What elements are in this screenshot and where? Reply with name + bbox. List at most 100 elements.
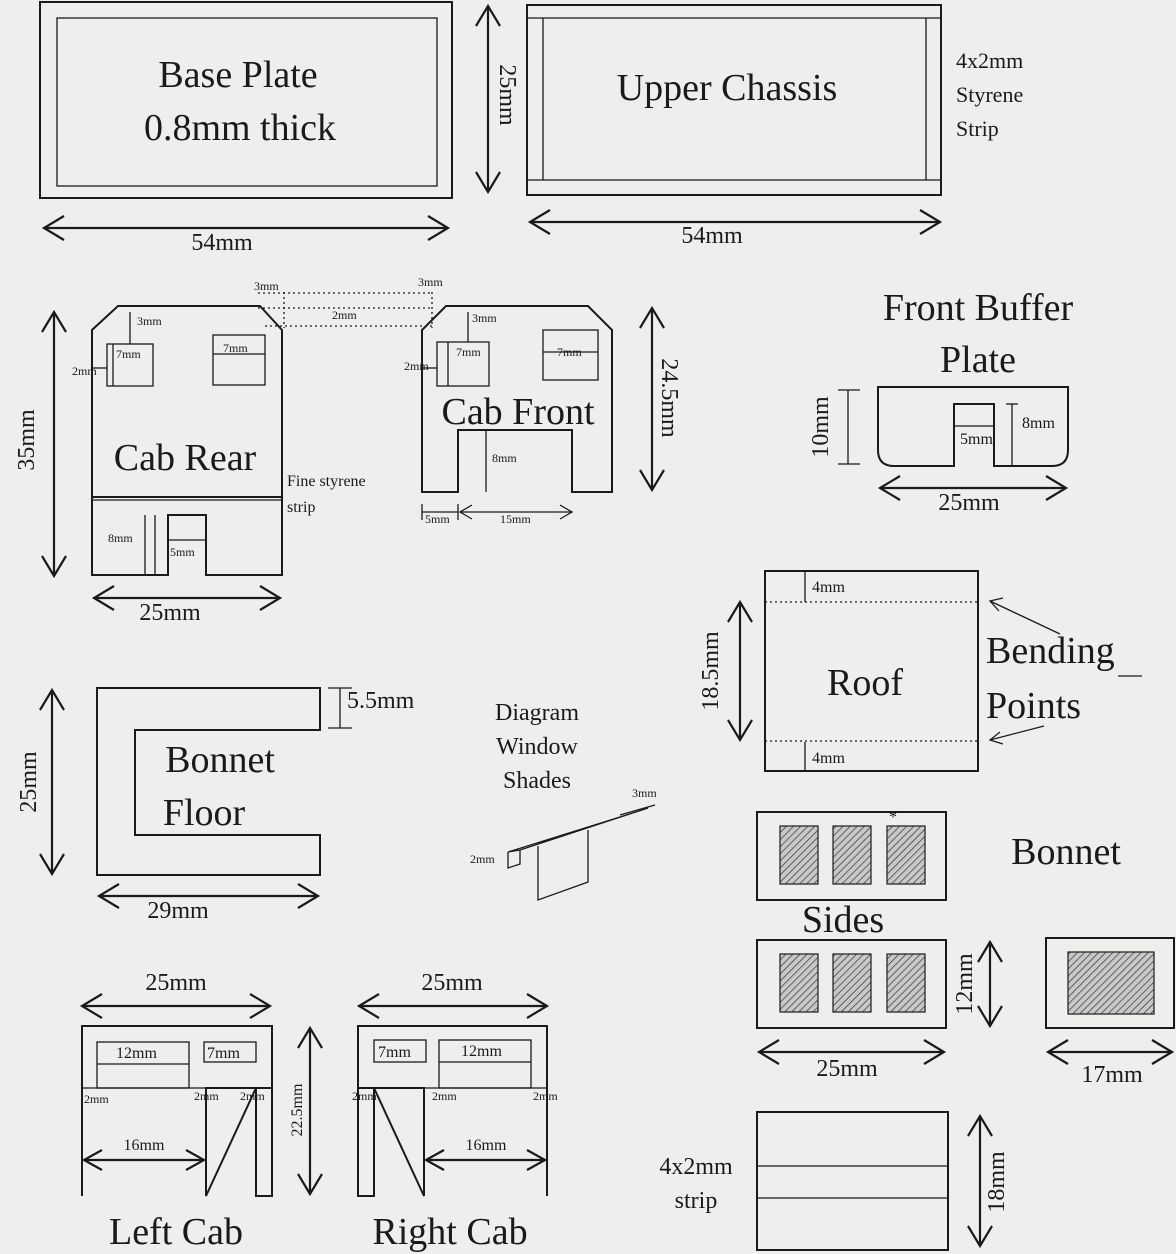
window-shades-title-2: Window bbox=[496, 734, 578, 760]
upper-chassis-width-arrow bbox=[527, 209, 943, 235]
front-buffer-title-2: Plate bbox=[940, 339, 1016, 381]
bonnet-height-label: 12mm bbox=[952, 953, 978, 1015]
left-cab-outline bbox=[81, 1025, 273, 1197]
cab-rear-label-2mm: 2mm bbox=[72, 364, 97, 378]
right-cab-width-arrow bbox=[356, 993, 550, 1019]
left-cab-title: Left Cab bbox=[109, 1211, 243, 1253]
cab-rear-label-7mm-right: 7mm bbox=[223, 341, 248, 355]
cab-rear-height-label: 35mm bbox=[14, 409, 40, 471]
front-buffer-title-1: Front Buffer bbox=[883, 287, 1074, 329]
front-buffer-width-arrow bbox=[877, 475, 1069, 501]
base-plate-width-label: 54mm bbox=[191, 230, 253, 256]
right-cab-label-16mm: 16mm bbox=[466, 1137, 507, 1154]
cab-front-label-2mm: 2mm bbox=[404, 359, 429, 373]
front-buffer-part: Front Buffer Plate 5mm 8mm 10mm 25mm bbox=[808, 287, 1074, 516]
bonnet-floor-height-label: 25mm bbox=[16, 751, 42, 813]
bonnet-floor-part: Bonnet Floor 5.5mm 25mm 29mm bbox=[16, 687, 415, 924]
left-cab-label-2mm-c: 2mm bbox=[240, 1089, 265, 1103]
front-buffer-label-8mm: 8mm bbox=[1022, 415, 1055, 432]
cab-rear-label-8mm: 8mm bbox=[108, 531, 133, 545]
cab-rear-strip-note-1: Fine styrene bbox=[287, 473, 366, 490]
cab-front-label-8mm: 8mm bbox=[492, 451, 517, 465]
bend-pointer-arrows bbox=[988, 597, 1061, 745]
cab-rear-title: Cab Rear bbox=[114, 437, 257, 479]
left-cab-width-label: 25mm bbox=[145, 970, 207, 996]
front-buffer-width-label: 25mm bbox=[938, 490, 1000, 516]
bonnet-sides-label: Sides bbox=[802, 899, 884, 941]
window-shades-diagram: Diagram Window Shades 3mm 2mm bbox=[470, 700, 657, 901]
right-cab-width-label: 25mm bbox=[421, 970, 483, 996]
bonnet-lower-grille-3 bbox=[886, 953, 926, 1013]
shade-front-lip bbox=[507, 850, 521, 869]
cab-rear-outline bbox=[91, 305, 283, 576]
bonnet-floor-notch-bracket bbox=[328, 687, 352, 729]
upper-chassis-width-label: 54mm bbox=[681, 223, 743, 249]
left-cab-part: 25mm 12mm 7mm 2mm 2mm 2mm 16mm 22.5mm Le… bbox=[79, 970, 323, 1253]
roof-height-label: 18.5mm bbox=[698, 631, 724, 711]
left-cab-label-2mm-a: 2mm bbox=[84, 1092, 109, 1106]
cab-front-label-15mm: 15mm bbox=[500, 512, 531, 526]
left-cab-label-7mm: 7mm bbox=[207, 1045, 240, 1062]
top-guide-label-3mm-right: 3mm bbox=[418, 275, 443, 289]
left-cab-label-2mm-b: 2mm bbox=[194, 1089, 219, 1103]
bonnet-end-width-arrow bbox=[1045, 1039, 1175, 1065]
base-plate-title: Base Plate bbox=[158, 54, 317, 96]
right-cab-title: Right Cab bbox=[372, 1211, 527, 1253]
cab-rear-width-label: 25mm bbox=[139, 600, 201, 626]
base-plate-subtitle: 0.8mm thick bbox=[144, 107, 336, 149]
base-plate-outline bbox=[39, 1, 453, 199]
roof-bend-note-2: Points bbox=[986, 685, 1081, 727]
roof-outline bbox=[764, 570, 979, 772]
cab-front-height-arrow bbox=[639, 305, 665, 493]
upper-chassis-title: Upper Chassis bbox=[617, 67, 838, 109]
base-plate-height-arrow bbox=[475, 3, 501, 195]
base-plate-width-arrow bbox=[41, 215, 451, 241]
cab-front-window-right bbox=[542, 329, 599, 381]
bonnet-floor-width-arrow bbox=[96, 883, 321, 909]
cab-rear-part: 3mm 2mm 7mm 7mm Cab Rear 8mm 5mm 35mm 25… bbox=[14, 305, 366, 626]
bonnet-floor-width-label: 29mm bbox=[147, 898, 209, 924]
cab-front-15mm-arrow bbox=[458, 504, 574, 520]
upper-chassis-part: Upper Chassis 54mm 4x2mm Styrene Strip bbox=[526, 4, 1023, 249]
window-shades-label-2mm: 2mm bbox=[470, 852, 495, 866]
strip-block-height-label: 18mm bbox=[984, 1151, 1010, 1213]
bonnet-upper-grille-3 bbox=[886, 825, 926, 885]
right-cab-label-2mm-a: 2mm bbox=[352, 1089, 377, 1103]
roof-bottom-dim: 4mm bbox=[812, 750, 845, 767]
cab-rear-strip-note-2: strip bbox=[287, 499, 315, 516]
top-guide-label-2mm: 2mm bbox=[332, 308, 357, 322]
cab-front-outline bbox=[421, 305, 613, 493]
bonnet-lower-grille-1 bbox=[779, 953, 819, 1013]
strip-block-height-arrow bbox=[967, 1113, 993, 1249]
bonnet-floor-height-arrow bbox=[39, 687, 65, 877]
left-cab-label-12mm: 12mm bbox=[116, 1045, 157, 1062]
left-cab-height-label: 22.5mm bbox=[289, 1083, 306, 1136]
roof-top-dim: 4mm bbox=[812, 579, 845, 596]
top-guide-label-3mm-left: 3mm bbox=[254, 279, 279, 293]
left-cab-window-small bbox=[203, 1041, 257, 1063]
cab-rear-window-right bbox=[212, 334, 266, 386]
cab-front-label-5mm: 5mm bbox=[425, 512, 450, 526]
bonnet-floor-title-1: Bonnet bbox=[165, 739, 275, 781]
shade-hanging-panel bbox=[537, 830, 589, 901]
right-cab-label-7mm: 7mm bbox=[378, 1044, 411, 1061]
bonnet-width-arrow bbox=[756, 1039, 947, 1065]
front-buffer-height-bracket bbox=[838, 389, 860, 465]
left-cab-label-16mm: 16mm bbox=[124, 1137, 165, 1154]
bonnet-end-grille bbox=[1067, 951, 1155, 1015]
bonnet-upper-grille-1 bbox=[779, 825, 819, 885]
bonnet-end-outline bbox=[1045, 937, 1175, 1029]
right-cab-part: 25mm 7mm 12mm 2mm 2mm 2mm 16mm Right Cab bbox=[352, 970, 558, 1253]
front-buffer-outline bbox=[877, 386, 1069, 467]
cab-rear-label-3mm: 3mm bbox=[137, 314, 162, 328]
bonnet-side-lower-outline bbox=[756, 939, 947, 1029]
cab-front-window-left bbox=[436, 341, 490, 387]
left-cab-height-arrow bbox=[297, 1025, 323, 1197]
cab-front-label-3mm: 3mm bbox=[472, 311, 497, 325]
cab-rear-width-arrow bbox=[91, 585, 283, 611]
left-cab-width-arrow bbox=[79, 993, 273, 1019]
roof-title: Roof bbox=[827, 662, 903, 704]
bonnet-width-label: 25mm bbox=[816, 1056, 878, 1082]
bonnet-floor-outline bbox=[96, 687, 321, 876]
